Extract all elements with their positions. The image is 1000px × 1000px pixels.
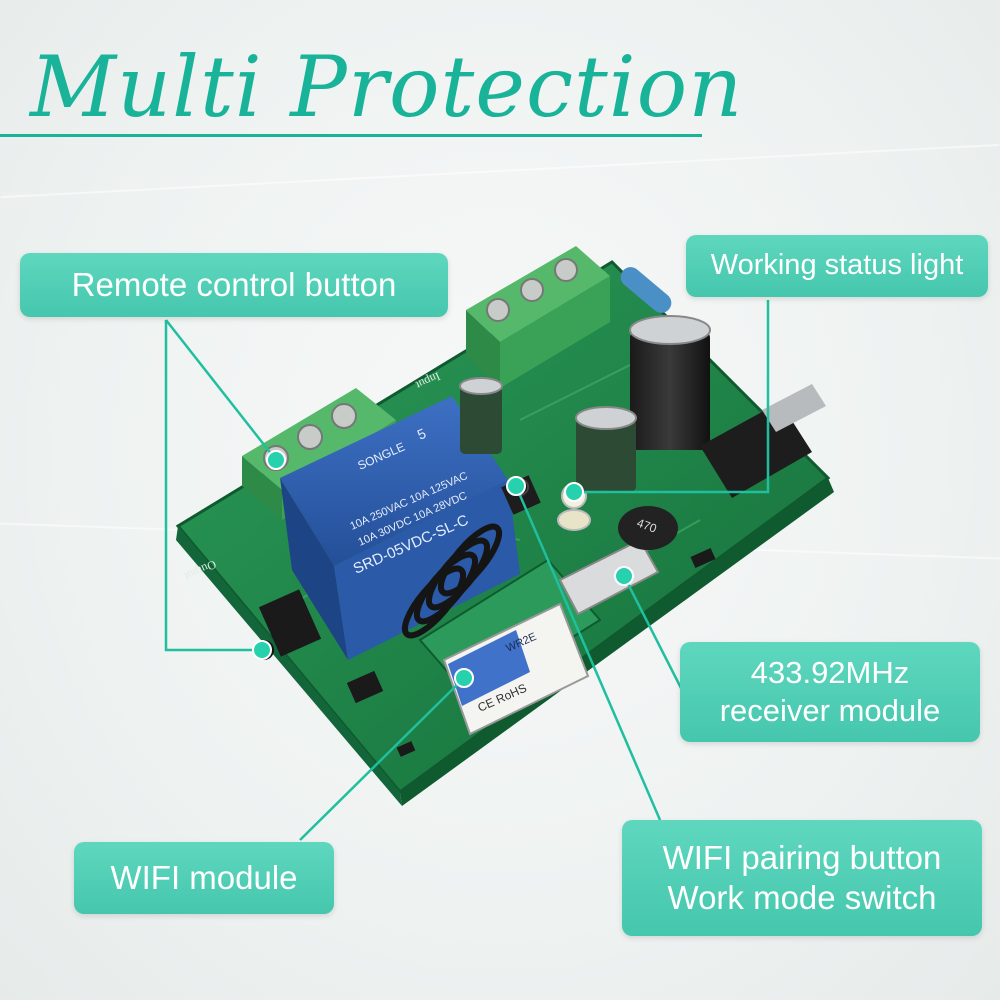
- wifi-module-board: WR2E CE RoHS: [442, 602, 590, 736]
- callout-receiver: [622, 575, 684, 691]
- label-working-status-light-text: Working status light: [710, 249, 964, 282]
- capacitor-large: [629, 315, 711, 450]
- inductor: 470: [618, 506, 678, 550]
- callout-status-light: [574, 300, 770, 494]
- relay: SONGLE 5 10A 250VAC 10A 125VAC 10A 30VDC…: [280, 396, 520, 660]
- page-title: Multi Protection: [30, 38, 744, 136]
- inductor-text: 470: [635, 516, 659, 536]
- antenna-coil: [401, 523, 503, 639]
- label-receiver-module: 433.92MHz receiver module: [680, 642, 980, 742]
- label-remote-control-button-text: Remote control button: [71, 265, 397, 303]
- label-receiver-line2: receiver module: [719, 693, 941, 728]
- title-underline: [0, 134, 702, 137]
- label-working-status-light: Working status light: [686, 235, 988, 297]
- capacitor-small: [459, 377, 503, 454]
- callout-remote-control: [164, 320, 262, 652]
- resistor: [620, 267, 672, 313]
- label-pairing-button: WIFI pairing button Work mode switch: [622, 820, 982, 936]
- callout-pairing: [514, 485, 662, 821]
- callout-lines: [164, 300, 770, 841]
- callout-wifi-module: [299, 677, 465, 841]
- label-pairing-line1: WIFI pairing button: [662, 838, 942, 876]
- voltage-regulator: [700, 384, 826, 498]
- label-pairing-line2: Work mode switch: [667, 879, 937, 916]
- label-wifi-module-text: WIFI module: [110, 858, 298, 896]
- input-terminal-block: [466, 246, 610, 388]
- capacitor-medium: [575, 406, 637, 492]
- label-receiver-line1: 433.92MHz: [750, 655, 910, 691]
- pcb-edge: [400, 478, 834, 806]
- label-remote-control-button: Remote control button: [20, 253, 448, 317]
- label-wifi-module: WIFI module: [74, 842, 334, 914]
